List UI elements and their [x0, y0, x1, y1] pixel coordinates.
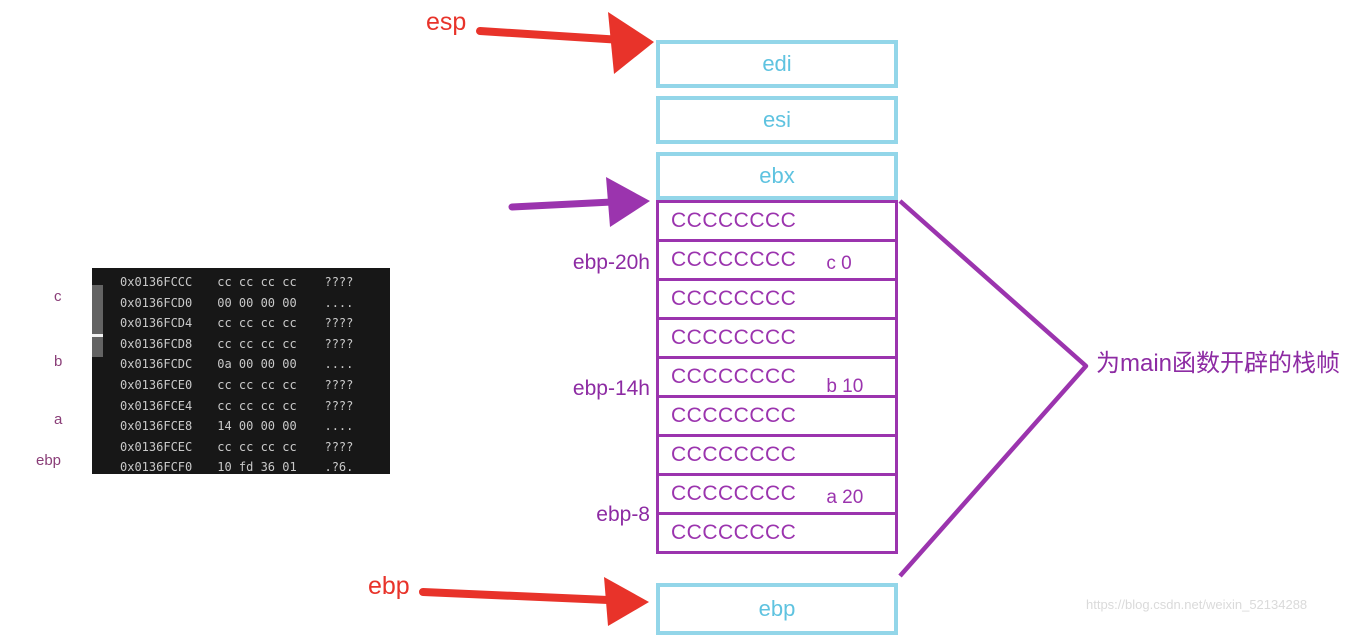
stack-cell-annotation-b: b 10 [826, 376, 864, 397]
memory-ascii: .?6. [324, 460, 354, 475]
memory-ascii: ???? [324, 439, 354, 454]
frame-bracket [898, 199, 1089, 578]
memory-row: 0x0136FCD0 00 00 00 00 .... [92, 293, 390, 314]
stack-cell: CCCCCCCC [656, 434, 898, 476]
memory-address: 0x0136FCE4 [120, 398, 193, 413]
memory-ascii: .... [324, 295, 354, 310]
offset-label-ebp-14h: ebp-14h [572, 377, 650, 400]
stack-frame-cells: CCCCCCCC CCCCCCCC c 0 CCCCCCCC CCCCCCCC … [656, 200, 898, 554]
stack-cell: CCCCCCCC [656, 512, 898, 554]
scrollbar-marker [92, 334, 103, 337]
memory-address: 0x0136FCD4 [120, 316, 193, 331]
stack-cell-annotation-c: c 0 [826, 253, 852, 274]
memory-bytes: 00 00 00 00 [217, 295, 297, 310]
memory-address: 0x0136FCDC [120, 357, 193, 372]
memory-bytes: cc cc cc cc [217, 398, 297, 413]
memory-row: 0x0136FCE4 cc cc cc cc ???? [92, 396, 390, 417]
offset-label-ebp-20h: ebp-20h [572, 251, 650, 274]
ebp-arrow [419, 577, 649, 626]
esp-pointer-label: esp [426, 8, 467, 36]
esp-arrow [476, 12, 654, 74]
register-box-esi: esi [656, 96, 898, 144]
frame-top-arrow [508, 177, 650, 227]
stack-cell-value: CCCCCCCC [671, 404, 797, 427]
memory-rows: 0x0136FCCC cc cc cc cc ???? 0x0136FCD0 0… [92, 272, 390, 478]
memory-row: 0x0136FCD8 cc cc cc cc ???? [92, 334, 390, 355]
memory-row: 0x0136FCF0 10 fd 36 01 .?6. [92, 457, 390, 478]
frame-bracket-label: 为main函数开辟的栈帧 [1096, 350, 1341, 377]
memory-bytes: cc cc cc cc [217, 275, 297, 289]
memory-address: 0x0136FCE0 [120, 377, 193, 392]
memory-bytes: 14 00 00 00 [217, 419, 297, 434]
stack-cell-value: CCCCCCCC [671, 326, 797, 349]
memory-bytes: 0a 00 00 00 [217, 357, 297, 372]
memory-ascii: ???? [324, 316, 354, 331]
memory-row: 0x0136FCE8 14 00 00 00 .... [92, 416, 390, 437]
memory-ascii: ???? [324, 275, 354, 289]
memory-ascii: .... [324, 419, 354, 434]
memory-address: 0x0136FCE8 [120, 419, 193, 434]
memory-row: 0x0136FCCC cc cc cc cc ???? [92, 272, 390, 293]
memory-address: 0x0136FCD0 [120, 295, 193, 310]
variable-label-a: a [54, 411, 63, 428]
memory-bytes: cc cc cc cc [217, 377, 297, 392]
register-box-ebx: ebx [656, 152, 898, 200]
offset-label-ebp-8: ebp-8 [596, 503, 650, 526]
memory-bytes: cc cc cc cc [217, 336, 297, 351]
variable-label-c: c [54, 288, 62, 305]
memory-bytes: cc cc cc cc [217, 316, 297, 331]
memory-bytes: 10 fd 36 01 [217, 460, 297, 475]
memory-address: 0x0136FCEC [120, 439, 193, 454]
stack-cell: CCCCCCCC [656, 200, 898, 242]
variable-label-b: b [54, 353, 63, 370]
memory-address: 0x0136FCF0 [120, 460, 193, 475]
stack-cell: CCCCCCCC b 10 [656, 356, 898, 398]
stack-cell: CCCCCCCC [656, 278, 898, 320]
stack-cell-value: CCCCCCCC [671, 248, 797, 271]
stack-cell: CCCCCCCC a 20 [656, 473, 898, 515]
watermark: https://blog.csdn.net/weixin_52134288 [1086, 597, 1308, 612]
memory-row: 0x0136FCDC 0a 00 00 00 .... [92, 354, 390, 375]
stack-cell-value: CCCCCCCC [671, 482, 797, 505]
stack-cell-value: CCCCCCCC [671, 521, 797, 544]
stack-cell-annotation-a: a 20 [826, 487, 864, 508]
stack-cell-value: CCCCCCCC [671, 443, 797, 466]
memory-ascii: .... [324, 357, 354, 372]
register-box-edi: edi [656, 40, 898, 88]
memory-address: 0x0136FCD8 [120, 336, 193, 351]
memory-address: 0x0136FCCC [120, 275, 193, 289]
memory-ascii: ???? [324, 336, 354, 351]
saved-ebp-box: ebp [656, 583, 898, 635]
ebp-pointer-label: ebp [368, 572, 410, 600]
memory-row: 0x0136FCEC cc cc cc cc ???? [92, 437, 390, 458]
memory-window: 0x0136FCCC cc cc cc cc ???? 0x0136FCD0 0… [92, 268, 390, 474]
memory-ascii: ???? [324, 398, 354, 413]
memory-row: 0x0136FCE0 cc cc cc cc ???? [92, 375, 390, 396]
stack-cell: CCCCCCCC c 0 [656, 239, 898, 281]
stack-cell: CCCCCCCC [656, 395, 898, 437]
scrollbar [92, 285, 103, 357]
stack-cell-value: CCCCCCCC [671, 365, 797, 388]
stack-cell: CCCCCCCC [656, 317, 898, 359]
stack-cell-value: CCCCCCCC [671, 287, 797, 310]
memory-bytes: cc cc cc cc [217, 439, 297, 454]
memory-ascii: ???? [324, 377, 354, 392]
variable-label-ebp: ebp [36, 452, 62, 469]
stack-cell-value: CCCCCCCC [671, 209, 797, 232]
memory-row: 0x0136FCD4 cc cc cc cc ???? [92, 313, 390, 334]
